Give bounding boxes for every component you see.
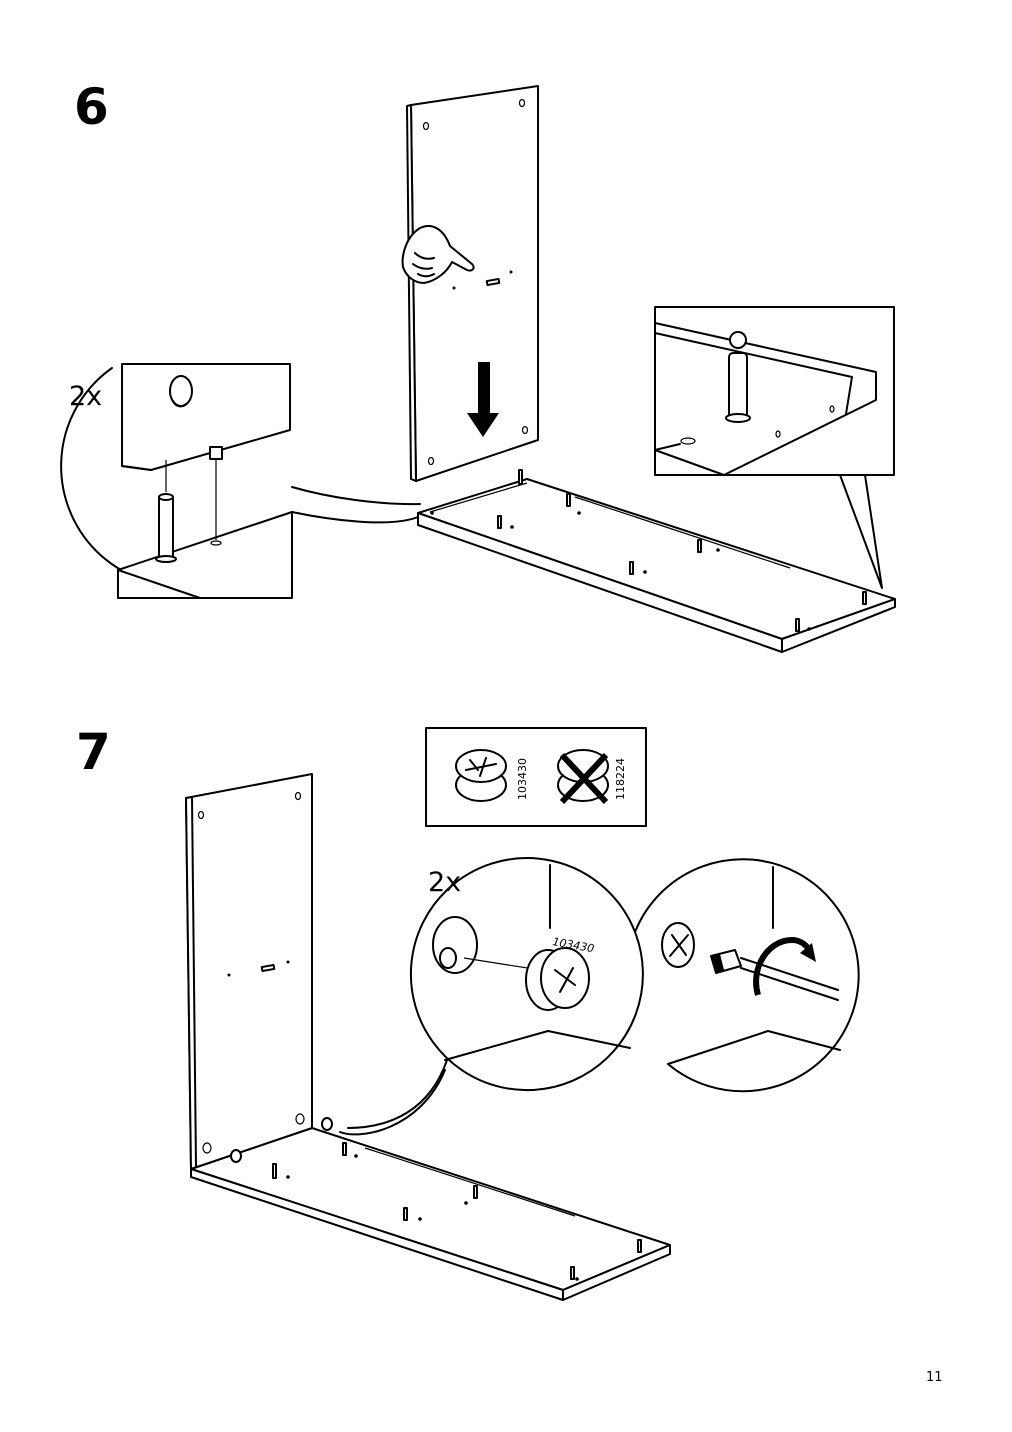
step-6-quantity-label: 2x: [69, 381, 103, 412]
page-number: 11: [926, 1370, 943, 1385]
screwdriver-icon: [710, 949, 839, 1001]
step-6-detail-inset: [654, 306, 895, 589]
step-6-illustration: [60, 85, 896, 653]
base-panel: [417, 469, 896, 653]
step-7-illustration: 103430 118224: [185, 727, 860, 1301]
base-panel-7: [190, 1127, 671, 1301]
down-arrow-icon: [467, 362, 499, 437]
correct-cam-lock-icon: [455, 749, 507, 802]
step-7-number: 7: [76, 723, 111, 781]
side-panel: [406, 85, 539, 482]
correct-cam-code: 103430: [516, 758, 529, 800]
step-7-tighten-callout: [634, 858, 860, 1093]
wrong-cam-code: 118224: [614, 758, 627, 800]
clockwise-rotate-icon: [753, 936, 816, 996]
cross-mark-icon: [559, 752, 609, 805]
step-6-number: 6: [74, 78, 109, 136]
pointing-hand-icon: [401, 225, 475, 284]
side-panel-7: [185, 773, 333, 1170]
step-6-detail-callout: [60, 363, 421, 599]
cam-lock-part: [525, 947, 590, 1011]
step-7-detail-callout: 103430: [339, 857, 644, 1136]
cam-lock-identification-box: 103430 118224: [425, 727, 647, 827]
